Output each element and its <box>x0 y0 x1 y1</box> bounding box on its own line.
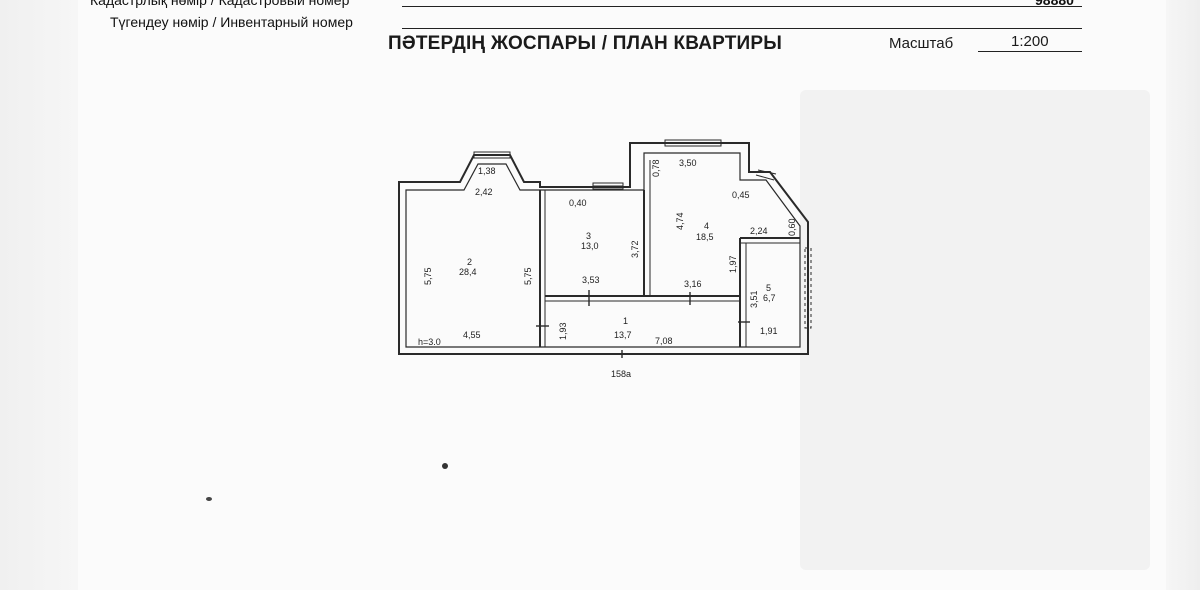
cadastral-number-line <box>402 6 1082 7</box>
dimension-1-91: 1,91 <box>760 326 778 336</box>
dimension-3-50: 3,50 <box>679 158 697 168</box>
cadastral-number-label: Кадастрлық нөмір / Кадастровый номер <box>90 0 350 8</box>
scan-left-margin <box>0 0 78 590</box>
dimension-5-75-right: 5,75 <box>523 267 533 285</box>
dimension-5-75-left: 5,75 <box>423 267 433 285</box>
room-5-area: 6,7 <box>763 293 776 303</box>
dimension-0-45: 0,45 <box>732 190 750 200</box>
dimension-2-42: 2,42 <box>475 187 493 197</box>
dimension-1-93: 1,93 <box>558 322 568 340</box>
room-1-number: 1 <box>623 316 628 326</box>
room-4-area: 18,5 <box>696 232 714 242</box>
scan-speck <box>442 463 448 469</box>
dimension-3-53: 3,53 <box>582 275 600 285</box>
room-2-area: 28,4 <box>459 267 477 277</box>
room-3-number: 3 <box>586 231 591 241</box>
dimension-3-51: 3,51 <box>749 290 759 308</box>
room-5-number: 5 <box>766 283 771 293</box>
scale-underline <box>978 51 1082 52</box>
scan-right-margin <box>1166 0 1200 590</box>
building-label: 158а <box>611 369 631 379</box>
scan-speck <box>206 497 212 501</box>
bleed-through-area <box>800 90 1150 570</box>
dimension-0-78: 0,78 <box>651 159 661 177</box>
inventory-number-label: Түгендеу нөмір / Инвентарный номер <box>110 14 353 30</box>
dimension-4-55: 4,55 <box>463 330 481 340</box>
page-title: ПӘТЕРДІҢ ЖОСПАРЫ / ПЛАН КВАРТИРЫ <box>388 33 783 54</box>
dimension-4-74: 4,74 <box>675 212 685 230</box>
inner-wall-outline <box>405 152 801 348</box>
window-room5 <box>804 247 812 329</box>
dimension-7-08: 7,08 <box>655 336 673 346</box>
dimension-3-16: 3,16 <box>684 279 702 289</box>
room-1-area: 13,7 <box>614 330 632 340</box>
inventory-number-line <box>402 28 1082 29</box>
room-2-number: 2 <box>467 257 472 267</box>
scale-label: Масштаб <box>889 35 954 52</box>
room-3-area: 13,0 <box>581 241 599 251</box>
dimension-0-60: 0,60 <box>787 218 797 236</box>
scale-value: 1:200 <box>1011 33 1049 50</box>
dimension-3-72: 3,72 <box>630 240 640 258</box>
ceiling-height-label: h=3.0 <box>418 337 441 347</box>
window-room4-corner <box>755 169 777 181</box>
dimension-2-24: 2,24 <box>750 226 768 236</box>
dimension-1-38: 1,38 <box>478 166 496 176</box>
cadastral-number-value: 98880 <box>1035 0 1074 8</box>
room-4-number: 4 <box>704 221 709 231</box>
dimension-1-97: 1,97 <box>728 255 738 273</box>
dimension-0-40: 0,40 <box>569 198 587 208</box>
